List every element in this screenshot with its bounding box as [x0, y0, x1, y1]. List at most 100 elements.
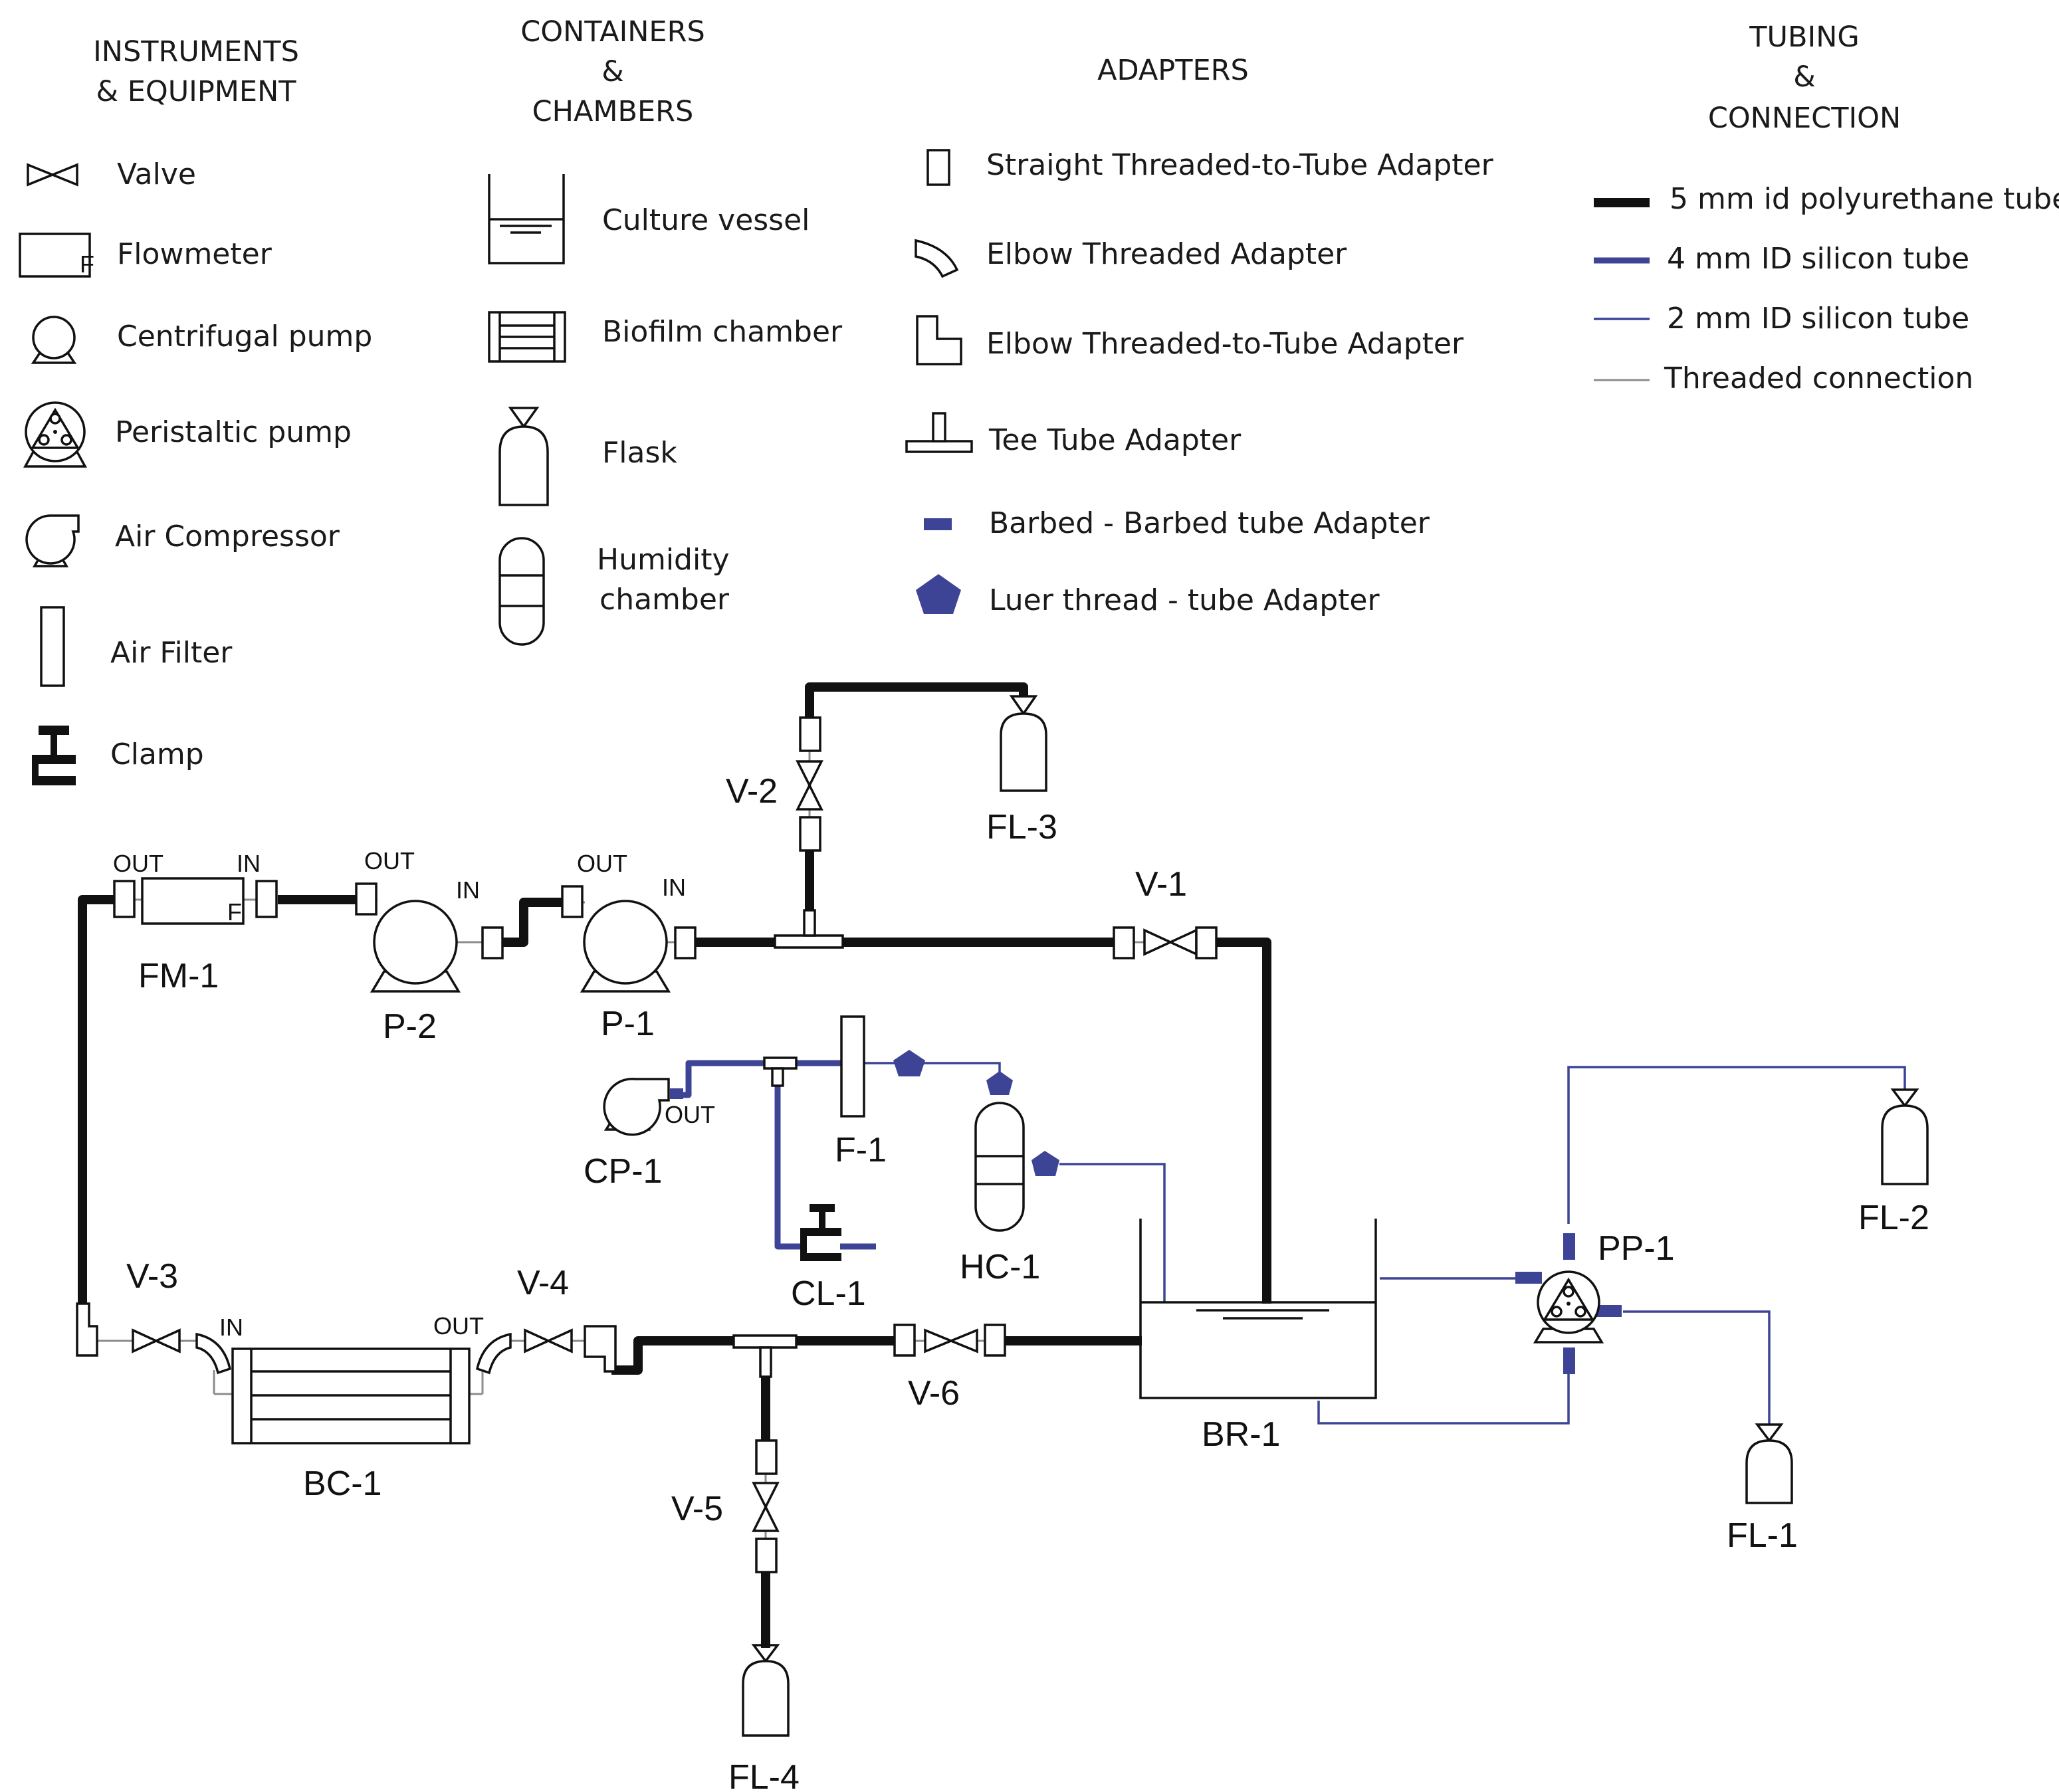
flask-inlet	[1009, 695, 1038, 716]
valve-icon	[132, 1328, 181, 1353]
legend-air-filter-icon	[40, 606, 65, 687]
legend-culture-vessel-label: Culture vessel	[602, 203, 810, 237]
pipe-left-loop	[78, 895, 114, 1310]
legend-centrifugal-pump-label: Centrifugal pump	[117, 320, 372, 353]
flask-inlet	[1890, 1088, 1919, 1108]
peristaltic-pump-pp1[interactable]	[1515, 1233, 1622, 1374]
tag-v6: V-6	[908, 1374, 960, 1413]
clamp-frame	[800, 1228, 807, 1261]
legend-containers: CONTAINERS & CHAMBERS	[520, 15, 705, 128]
flask-icon	[1881, 1104, 1929, 1185]
p1-in-label: IN	[662, 874, 686, 901]
luer-adapter-hc1-top	[986, 1071, 1013, 1095]
legend-clamp-icon	[32, 726, 76, 785]
pipe-pp1-br1	[1317, 1369, 1570, 1425]
culture-vessel-br1[interactable]	[1139, 1219, 1377, 1399]
tag-fl4: FL-4	[728, 1758, 800, 1792]
valve-v2[interactable]	[796, 716, 823, 852]
valve-icon	[752, 1482, 780, 1532]
legend-threaded-label: Threaded connection	[1664, 361, 1973, 395]
legend-instruments-title-2: & EQUIPMENT	[96, 75, 297, 108]
legend-humidity-label: Humidity	[597, 543, 730, 577]
fm1-out-label: OUT	[113, 850, 163, 877]
clamp-top-jaw	[800, 1228, 841, 1236]
tag-pp1: PP-1	[1598, 1229, 1675, 1268]
tag-cl1: CL-1	[791, 1274, 866, 1313]
flask-fl1[interactable]	[1745, 1423, 1793, 1504]
barbed-adapter-pp1-bottom	[1563, 1347, 1575, 1374]
pipe-hc1-br1	[1059, 1163, 1166, 1302]
pump-p2[interactable]	[355, 882, 504, 993]
flowmeter-fm1[interactable]: F	[113, 877, 278, 926]
biofilm-chamber-bc1[interactable]	[195, 1332, 512, 1444]
adapter-v2-top	[799, 716, 821, 752]
tag-f1: F-1	[835, 1131, 887, 1169]
tag-fm1: FM-1	[138, 957, 219, 995]
valve-v1[interactable]	[1113, 926, 1218, 959]
elbow-adapter-v3	[76, 1302, 98, 1357]
clamp-handle	[810, 1204, 835, 1212]
elbow-adapter-bc1-out	[475, 1332, 512, 1375]
tag-fl1: FL-1	[1727, 1516, 1798, 1555]
legend-containers-title-2: &	[601, 55, 624, 88]
legend-tubing: TUBING & CONNECTION	[1708, 21, 1901, 135]
pipes-4mm	[681, 1060, 876, 1250]
air-compressor-cp1[interactable]	[603, 1077, 683, 1136]
adapter-v6-right	[984, 1324, 1006, 1357]
legend-valve-label: Valve	[117, 157, 196, 191]
valve-v4[interactable]	[524, 1325, 617, 1373]
tag-br1: BR-1	[1202, 1415, 1280, 1454]
legend-humidity-chamber-icon	[498, 537, 545, 646]
p1-out-label: OUT	[577, 850, 627, 877]
legend-tee-adapter-icon	[905, 412, 973, 453]
legend-air-compressor-icon	[25, 514, 80, 567]
legend-tubing-title-3: CONNECTION	[1708, 102, 1901, 135]
legend-tubing-title-2: &	[1793, 60, 1816, 94]
flask-fl4[interactable]	[742, 1644, 790, 1737]
luer-adapter-hc1-side	[1031, 1151, 1059, 1176]
tag-v2: V-2	[726, 772, 778, 811]
pump-p1[interactable]	[561, 885, 697, 993]
legend-culture-vessel-icon	[488, 174, 565, 264]
elbow-adapter-bc1-in	[195, 1332, 232, 1375]
legend-instruments-title-1: INSTRUMENTS	[93, 35, 299, 68]
legend-clamp-label: Clamp	[110, 738, 204, 771]
air-filter-f1[interactable]	[840, 1015, 865, 1118]
valve-v5[interactable]	[752, 1439, 780, 1573]
centrifugal-pump-icon	[373, 900, 458, 985]
centrifugal-pump-icon	[583, 900, 668, 985]
barbed-adapter-pp1-left	[1515, 1272, 1542, 1284]
pipe-pp1-fl1	[1623, 1310, 1771, 1425]
humidity-chamber-hc1[interactable]	[974, 1102, 1025, 1232]
valve-v3[interactable]	[132, 1328, 181, 1353]
adapter-fm1-in	[255, 880, 278, 918]
luer-adapter-f1	[893, 1050, 925, 1076]
adapter-fm1-out	[113, 880, 136, 918]
legend-elbow-threaded-label: Elbow Threaded Adapter	[986, 237, 1347, 271]
pipe-pp1-fl2	[1567, 1066, 1906, 1224]
pipe-v4-tee	[611, 1336, 734, 1375]
pipes-2mm	[863, 1062, 1906, 1425]
clamp-screw	[819, 1211, 825, 1229]
adapter-v1-right	[1195, 926, 1218, 959]
adapter-v2-bottom	[799, 816, 821, 852]
cp1-out-label: OUT	[665, 1101, 715, 1128]
legend-flask-icon	[498, 407, 549, 506]
tee-adapter-top	[774, 909, 844, 949]
flask-icon	[1000, 712, 1047, 792]
tag-cp1: CP-1	[584, 1152, 662, 1191]
tag-bc1: BC-1	[303, 1464, 381, 1503]
humidity-chamber-icon	[974, 1102, 1025, 1232]
valve-icon	[1143, 928, 1198, 956]
legend-centrifugal-pump-icon	[31, 316, 77, 364]
legend-tube-5mm-label: 5 mm id polyurethane tube	[1670, 182, 2059, 216]
legend-luer-adapter-icon	[916, 574, 961, 614]
flask-fl3[interactable]	[1000, 695, 1047, 792]
flask-fl2[interactable]	[1881, 1088, 1929, 1185]
legend-air-compressor-label: Air Compressor	[115, 520, 340, 553]
legend-flowmeter-label: Flowmeter	[117, 237, 272, 271]
legend-peristaltic-pump-icon	[23, 401, 87, 468]
valve-v6[interactable]	[893, 1324, 1006, 1357]
clamp-cl1[interactable]	[800, 1204, 841, 1261]
pipes-5mm	[78, 682, 1271, 1648]
